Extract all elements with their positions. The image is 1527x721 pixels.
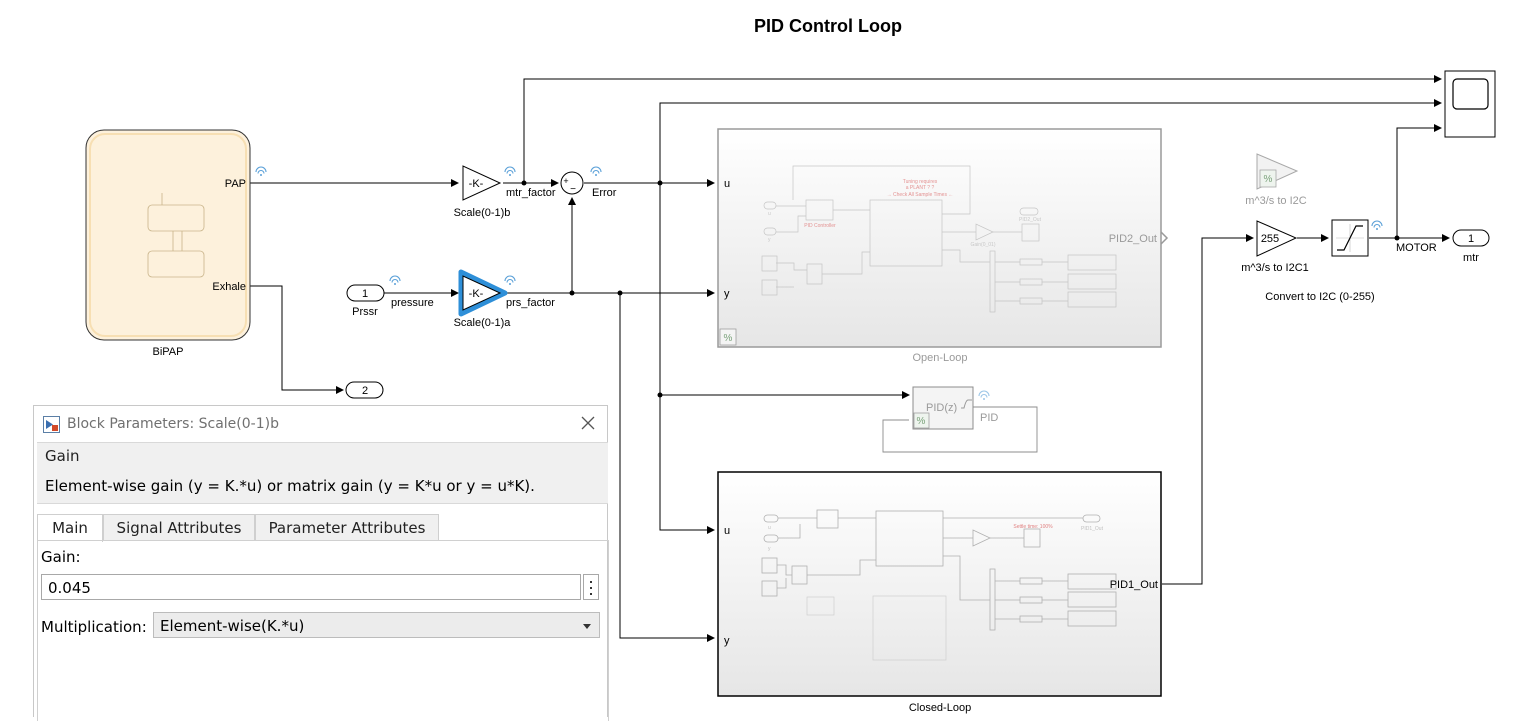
inner-pid1-out: PID1_Out bbox=[1081, 526, 1104, 532]
signal-log-icon[interactable] bbox=[978, 390, 990, 401]
inner-settle-note: Settle time: 100% bbox=[1013, 524, 1053, 530]
open-loop-port-u: u bbox=[724, 178, 730, 190]
signal-log-icon[interactable] bbox=[389, 275, 401, 286]
gain-a-k: -K- bbox=[469, 288, 484, 300]
description-group: Gain Element-wise gain (y = K.*u) or mat… bbox=[37, 442, 608, 504]
port-label-pap: PAP bbox=[225, 178, 246, 190]
multiplication-value: Element-wise(K.*u) bbox=[160, 617, 305, 635]
tab-panel-main bbox=[37, 540, 609, 721]
percent-badge: % bbox=[917, 416, 926, 427]
gain-input[interactable]: 0.045 bbox=[41, 574, 581, 600]
outport-mtr[interactable]: 1 mtr bbox=[1452, 229, 1490, 264]
closed-loop-port-out: PID1_Out bbox=[1110, 579, 1158, 591]
gain-scale-b[interactable]: -K- Scale(0-1)b bbox=[454, 165, 511, 219]
inner-pid-controller: PID Controller bbox=[804, 223, 836, 229]
closed-loop-subsystem[interactable]: u y PID1_Out Settle time: 100% u y PID1_… bbox=[717, 471, 1162, 714]
multiplication-label: Multiplication: bbox=[41, 618, 147, 636]
diagram-title: PID Control Loop bbox=[754, 16, 902, 36]
commented-out-icon bbox=[913, 412, 930, 429]
more-options-icon[interactable] bbox=[583, 574, 599, 600]
port-label-exhale: Exhale bbox=[212, 281, 246, 293]
group-title: Gain bbox=[45, 447, 80, 465]
inner-note-3: → Check All Sample Times ← bbox=[887, 192, 954, 198]
signal-pressure: pressure bbox=[391, 297, 434, 309]
block-parameters-dialog[interactable]: Block Parameters: Scale(0-1)b Gain Eleme… bbox=[33, 405, 609, 721]
outport-2[interactable]: 2 bbox=[345, 381, 384, 399]
open-loop-label: Open-Loop bbox=[912, 352, 967, 364]
gain-b-k: -K- bbox=[469, 178, 484, 190]
commented-out-icon bbox=[719, 328, 737, 346]
percent-badge: % bbox=[1264, 174, 1273, 185]
inport-prssr[interactable]: 1 Prssr bbox=[346, 284, 385, 318]
scope-screen-icon bbox=[1452, 78, 1489, 110]
inner-port-y: y bbox=[768, 237, 771, 243]
open-loop-out-arrow bbox=[1160, 231, 1169, 245]
tab-parameter-attributes[interactable]: Parameter Attributes bbox=[255, 514, 439, 540]
inner-port-u: u bbox=[768, 211, 771, 217]
bipap-label: BiPAP bbox=[153, 346, 184, 358]
signal-lines bbox=[250, 75, 1450, 642]
chevron-down-icon bbox=[583, 624, 591, 629]
inner-port-u: u bbox=[768, 525, 771, 531]
tab-main[interactable]: Main bbox=[37, 514, 103, 542]
multiplication-select[interactable]: Element-wise(K.*u) bbox=[153, 612, 600, 638]
open-loop-port-out: PID2_Out bbox=[1109, 233, 1157, 245]
pid-output-label: PID bbox=[980, 412, 998, 424]
close-icon[interactable] bbox=[579, 414, 597, 432]
gain-255[interactable]: 255 m^3/s to I2C1 bbox=[1241, 220, 1309, 274]
signal-log-icon[interactable] bbox=[504, 275, 516, 286]
signal-motor: MOTOR bbox=[1396, 242, 1437, 254]
gain-255-label: m^3/s to I2C1 bbox=[1241, 262, 1309, 274]
block-description: Element-wise gain (y = K.*u) or matrix g… bbox=[45, 477, 535, 495]
inport-prssr-name: Prssr bbox=[352, 306, 378, 318]
bipap-chart[interactable]: PAP Exhale BiPAP bbox=[85, 129, 251, 358]
gain-scale-a[interactable]: -K- Scale(0-1)a bbox=[454, 269, 512, 329]
commented-out-icon bbox=[1259, 169, 1277, 188]
signal-log-icon[interactable] bbox=[255, 166, 267, 177]
open-loop-port-y: y bbox=[724, 288, 730, 300]
signal-mtr-factor: mtr_factor bbox=[506, 187, 556, 199]
dialog-title: Block Parameters: Scale(0-1)b bbox=[67, 416, 279, 432]
pid-block[interactable]: PID(z) % PID bbox=[912, 386, 998, 430]
signal-error: Error bbox=[592, 187, 617, 199]
signal-prs-factor: prs_factor bbox=[506, 297, 555, 309]
convert-caption: Convert to I2C (0-255) bbox=[1265, 291, 1374, 303]
closed-loop-label: Closed-Loop bbox=[909, 702, 971, 714]
inner-gain-label: Gain(0_01) bbox=[970, 242, 995, 248]
open-loop-subsystem[interactable]: Tuning requires a PLANT ? ? → Check All … bbox=[717, 128, 1162, 364]
gain-label: Gain: bbox=[41, 548, 81, 566]
signal-log-icon[interactable] bbox=[590, 166, 602, 177]
outport-mtr-number: 1 bbox=[1468, 233, 1474, 245]
inner-note-1: Tuning requires bbox=[903, 179, 938, 185]
percent-badge: % bbox=[724, 333, 733, 344]
tab-signal-attributes[interactable]: Signal Attributes bbox=[103, 514, 255, 540]
saturation-block[interactable] bbox=[1331, 219, 1369, 257]
gain-255-value: 255 bbox=[1261, 233, 1279, 245]
inner-pid2-out: PID2_Out bbox=[1019, 217, 1042, 223]
signal-log-icon[interactable] bbox=[504, 166, 516, 177]
inner-port-y: y bbox=[768, 546, 771, 552]
gain-conv-faint[interactable]: % m^3/s to I2C bbox=[1245, 153, 1307, 207]
inner-note-2: a PLANT ? ? bbox=[906, 185, 935, 191]
scope-block[interactable] bbox=[1444, 70, 1496, 138]
sum-block[interactable]: + − bbox=[560, 171, 584, 195]
gain-conv-faint-label: m^3/s to I2C bbox=[1245, 195, 1306, 207]
closed-loop-port-u: u bbox=[724, 525, 730, 537]
sum-minus: − bbox=[570, 184, 576, 195]
outport-mtr-name: mtr bbox=[1463, 252, 1479, 264]
dialog-titlebar[interactable]: Block Parameters: Scale(0-1)b bbox=[34, 406, 607, 442]
sum-plus: + bbox=[563, 176, 568, 186]
outport-2-number: 2 bbox=[362, 385, 368, 397]
signal-log-icon[interactable] bbox=[1371, 220, 1383, 231]
gain-b-label: Scale(0-1)b bbox=[454, 207, 511, 219]
closed-loop-port-y: y bbox=[724, 635, 730, 647]
gain-a-label: Scale(0-1)a bbox=[454, 317, 512, 329]
pid-block-text: PID(z) bbox=[926, 402, 957, 414]
simulink-block-icon bbox=[43, 416, 60, 433]
inport-prssr-number: 1 bbox=[362, 288, 368, 300]
